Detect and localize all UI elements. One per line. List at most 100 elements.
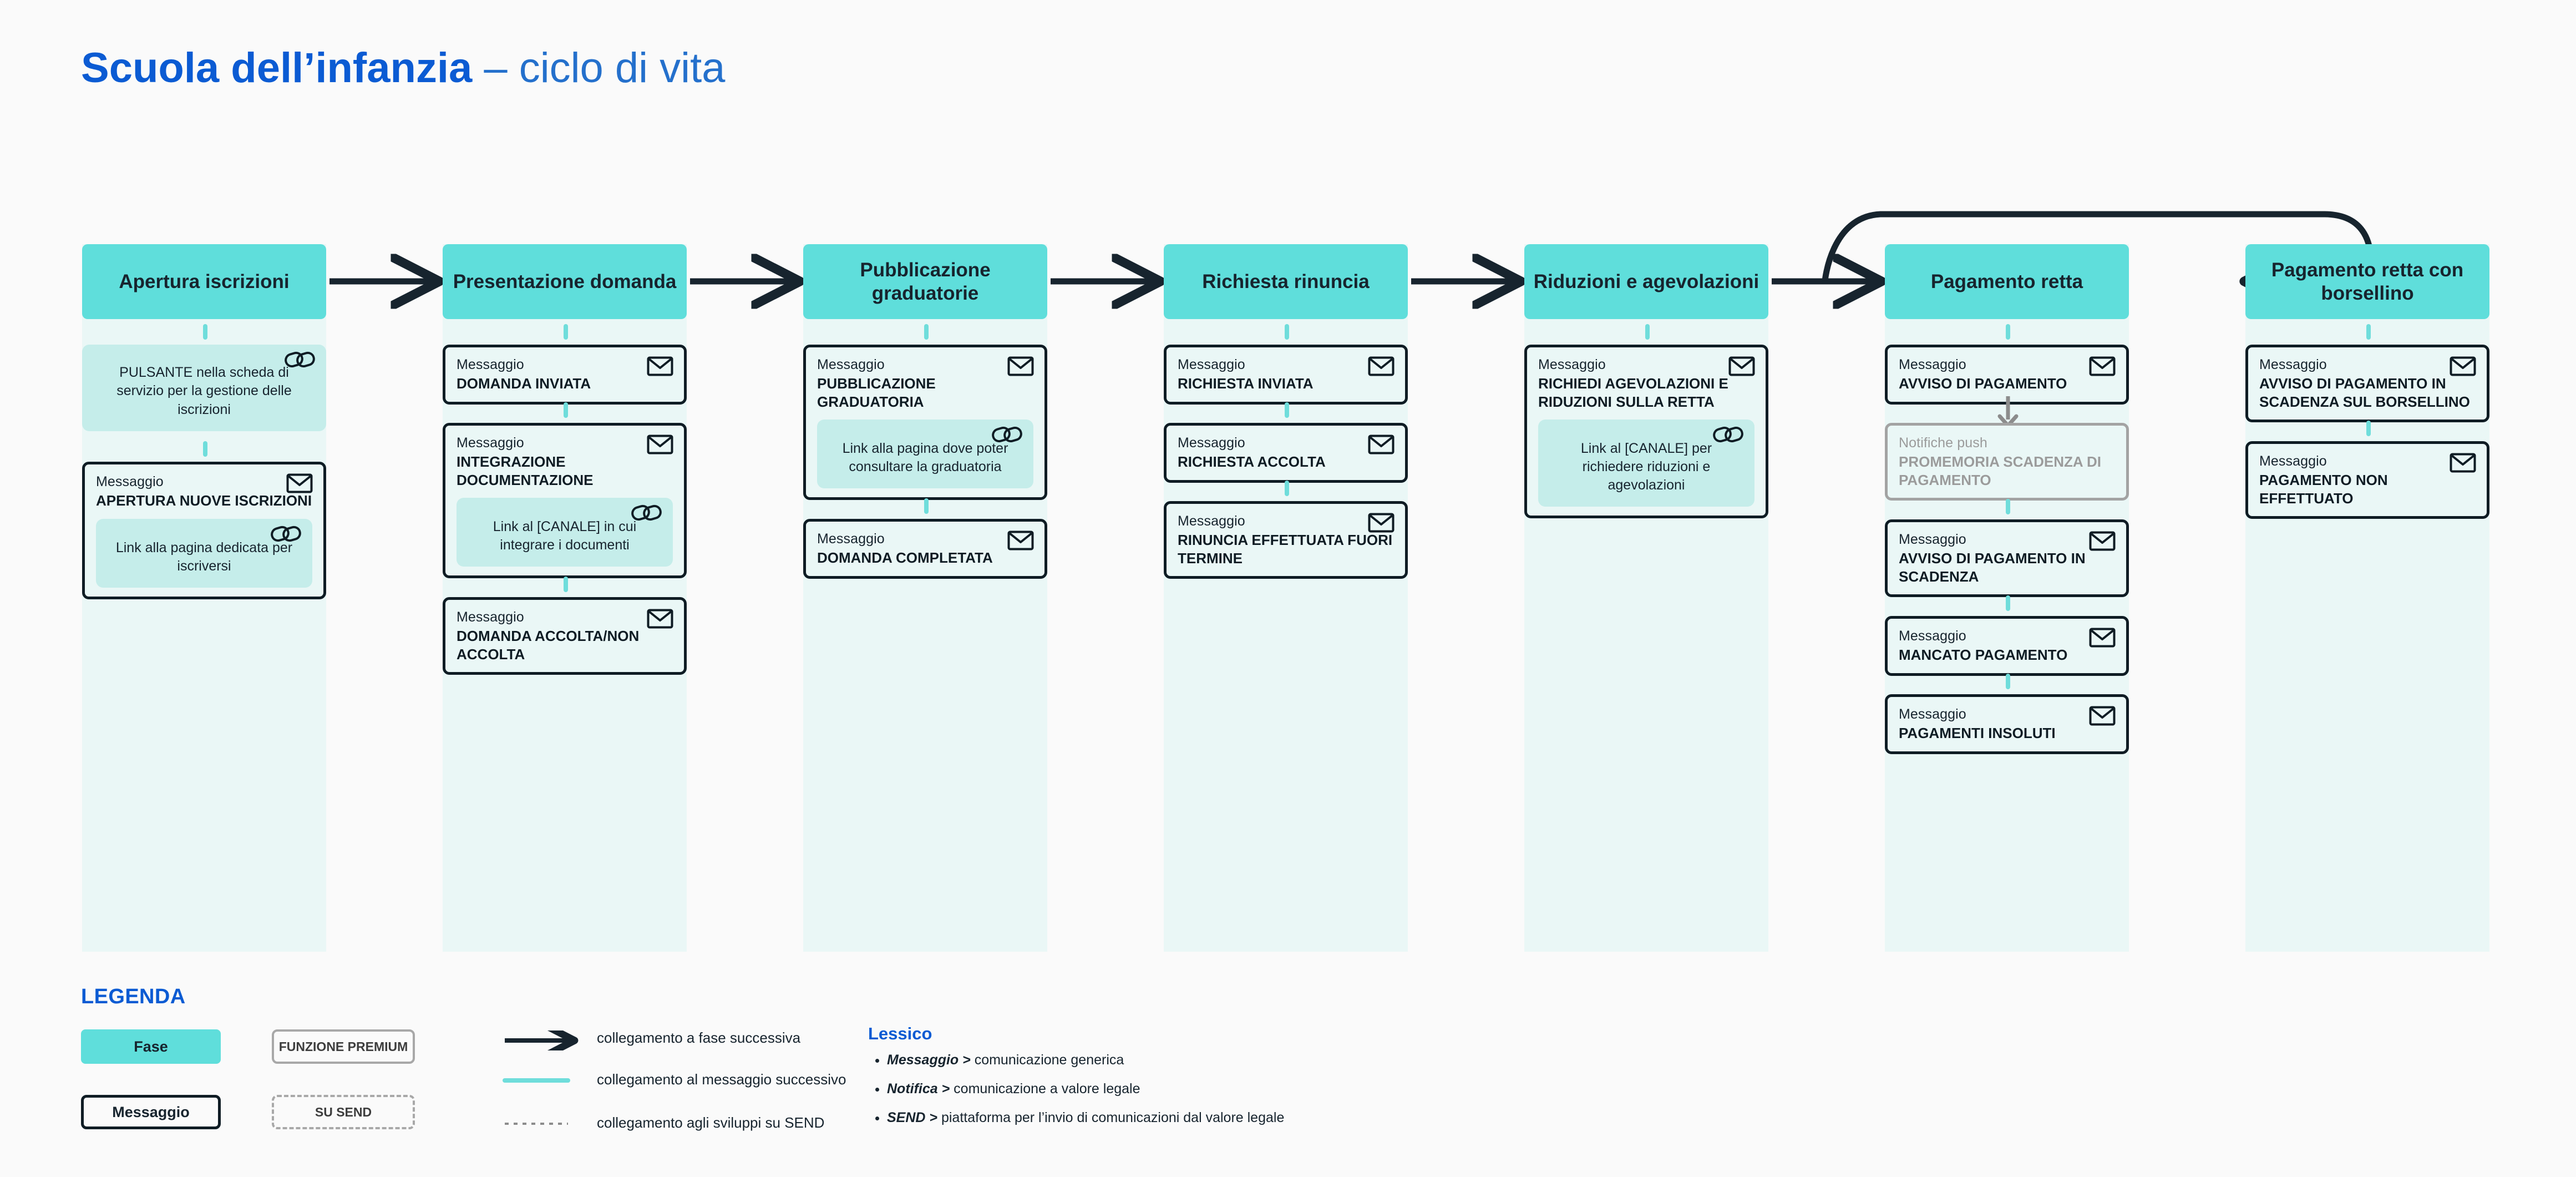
card-kind-label: Messaggio — [817, 531, 885, 547]
card-link-box[interactable]: Link al [CANALE] in cui integrare i docu… — [457, 498, 673, 567]
legend-arrow-icon — [505, 1030, 586, 1050]
card-kind-label: Messaggio — [96, 474, 164, 489]
card-link-text: Link al [CANALE] in cui integrare i docu… — [493, 519, 637, 553]
message-connector — [2006, 324, 2010, 340]
card-kind-label: Messaggio — [1178, 513, 1245, 529]
list-item: Notifica > comunicazione a valore legale — [887, 1082, 1284, 1096]
envelope-icon — [647, 435, 673, 454]
phase-header[interactable]: Presentazione domanda — [443, 244, 687, 319]
phase-label: Pubblicazione graduatorie — [860, 259, 991, 304]
card-link-box[interactable]: Link alla pagina dove poter consultare l… — [817, 420, 1033, 489]
message-connector — [924, 324, 929, 340]
message-connector — [1285, 402, 1289, 418]
legend-chip-messaggio: Messaggio — [81, 1095, 221, 1129]
envelope-icon — [2450, 356, 2476, 376]
phase-label: Presentazione domanda — [453, 270, 677, 292]
message-connector — [1285, 481, 1289, 496]
card-title: DOMANDA COMPLETATA — [817, 549, 993, 566]
message-connector — [2366, 421, 2371, 436]
card-title: RICHIESTA INVIATA — [1178, 375, 1314, 392]
legend-chip-premium: FUNZIONE PREMIUM — [272, 1029, 415, 1064]
message-connector — [2006, 595, 2010, 611]
card-title: PUBBLICAZIONE GRADUATORIA — [817, 375, 936, 410]
card-kind-label: Messaggio — [1899, 628, 1966, 644]
envelope-icon — [2089, 356, 2116, 376]
lessico-term: Messaggio > — [887, 1052, 971, 1068]
message-connector — [1285, 324, 1289, 340]
card-link-box[interactable]: Link alla pagina dedicata per iscriversi — [96, 518, 312, 588]
card-title: AVVISO DI PAGAMENTO IN SCADENZA SUL BORS… — [2259, 375, 2470, 410]
message-connector — [203, 441, 207, 457]
message-connector — [564, 577, 568, 592]
card-title: PROMEMORIA SCADENZA DI PAGAMENTO — [1899, 453, 2101, 488]
phase-header[interactable]: Pagamento retta — [1885, 244, 2129, 319]
message-connector — [2006, 674, 2010, 689]
envelope-icon — [1728, 356, 1755, 376]
legend-line-label-1: collegamento al messaggio successivo — [597, 1071, 846, 1088]
phase-header[interactable]: Apertura iscrizioni — [82, 244, 326, 319]
phase-header[interactable]: Riduzioni e agevolazioni — [1524, 244, 1768, 319]
message-connector — [2366, 324, 2371, 340]
card-link-text: Link alla pagina dedicata per iscriversi — [115, 539, 293, 574]
service-link-box[interactable]: PULSANTE nella scheda di servizio per la… — [82, 345, 326, 431]
service-link-text: PULSANTE nella scheda di servizio per la… — [116, 365, 292, 417]
legend-chip-send: SU SEND — [272, 1095, 415, 1129]
card-title: RICHIESTA ACCOLTA — [1178, 453, 1326, 470]
lessico-term: SEND > — [887, 1110, 938, 1125]
lessico-def: comunicazione a valore legale — [950, 1081, 1140, 1097]
envelope-icon — [1368, 513, 1395, 533]
legend-chip-fase: Fase — [81, 1029, 221, 1064]
envelope-icon — [1007, 356, 1034, 376]
legend: LEGENDA Fase Messaggio FUNZIONE PREMIUM … — [81, 985, 2466, 1168]
envelope-icon — [647, 356, 673, 376]
card-link-box[interactable]: Link al [CANALE] per richiedere riduzion… — [1538, 420, 1754, 507]
phase-header[interactable]: Pubblicazione graduatorie — [803, 244, 1047, 319]
legend-chip-send-label: SU SEND — [315, 1104, 372, 1119]
card-kind-label: Messaggio — [817, 357, 885, 372]
card-kind-label: Messaggio — [1538, 357, 1606, 372]
envelope-icon — [2089, 531, 2116, 551]
legend-chip-fase-label: Fase — [134, 1038, 168, 1055]
card-link-text: Link alla pagina dove poter consultare l… — [842, 441, 1008, 475]
envelope-icon — [1007, 531, 1034, 550]
chain-link-icon — [992, 427, 1022, 443]
card-title: AVVISO DI PAGAMENTO IN SCADENZA — [1899, 549, 2086, 585]
card-kind-label: Messaggio — [1899, 532, 1966, 547]
push-connector — [1885, 395, 2129, 427]
chain-link-icon — [285, 351, 315, 368]
legend-line-label-0: collegamento a fase successiva — [597, 1029, 801, 1046]
card-kind-label: Messaggio — [1899, 357, 1966, 372]
envelope-icon — [2450, 453, 2476, 473]
phase-header[interactable]: Pagamento retta con borsellino — [2245, 244, 2489, 319]
phase-label: Apertura iscrizioni — [119, 270, 290, 292]
page-title: Scuola dell’infanzia – ciclo di vita — [81, 47, 725, 89]
list-item: Messaggio > comunicazione generica — [887, 1053, 1284, 1067]
phase-label: Pagamento retta con borsellino — [2271, 259, 2464, 304]
envelope-icon — [2089, 628, 2116, 648]
card-title: APERTURA NUOVE ISCRIZIONI — [96, 492, 312, 509]
lessico-def: comunicazione generica — [970, 1052, 1124, 1068]
chain-link-icon — [1713, 427, 1743, 443]
phase-header[interactable]: Richiesta rinuncia — [1164, 244, 1408, 319]
